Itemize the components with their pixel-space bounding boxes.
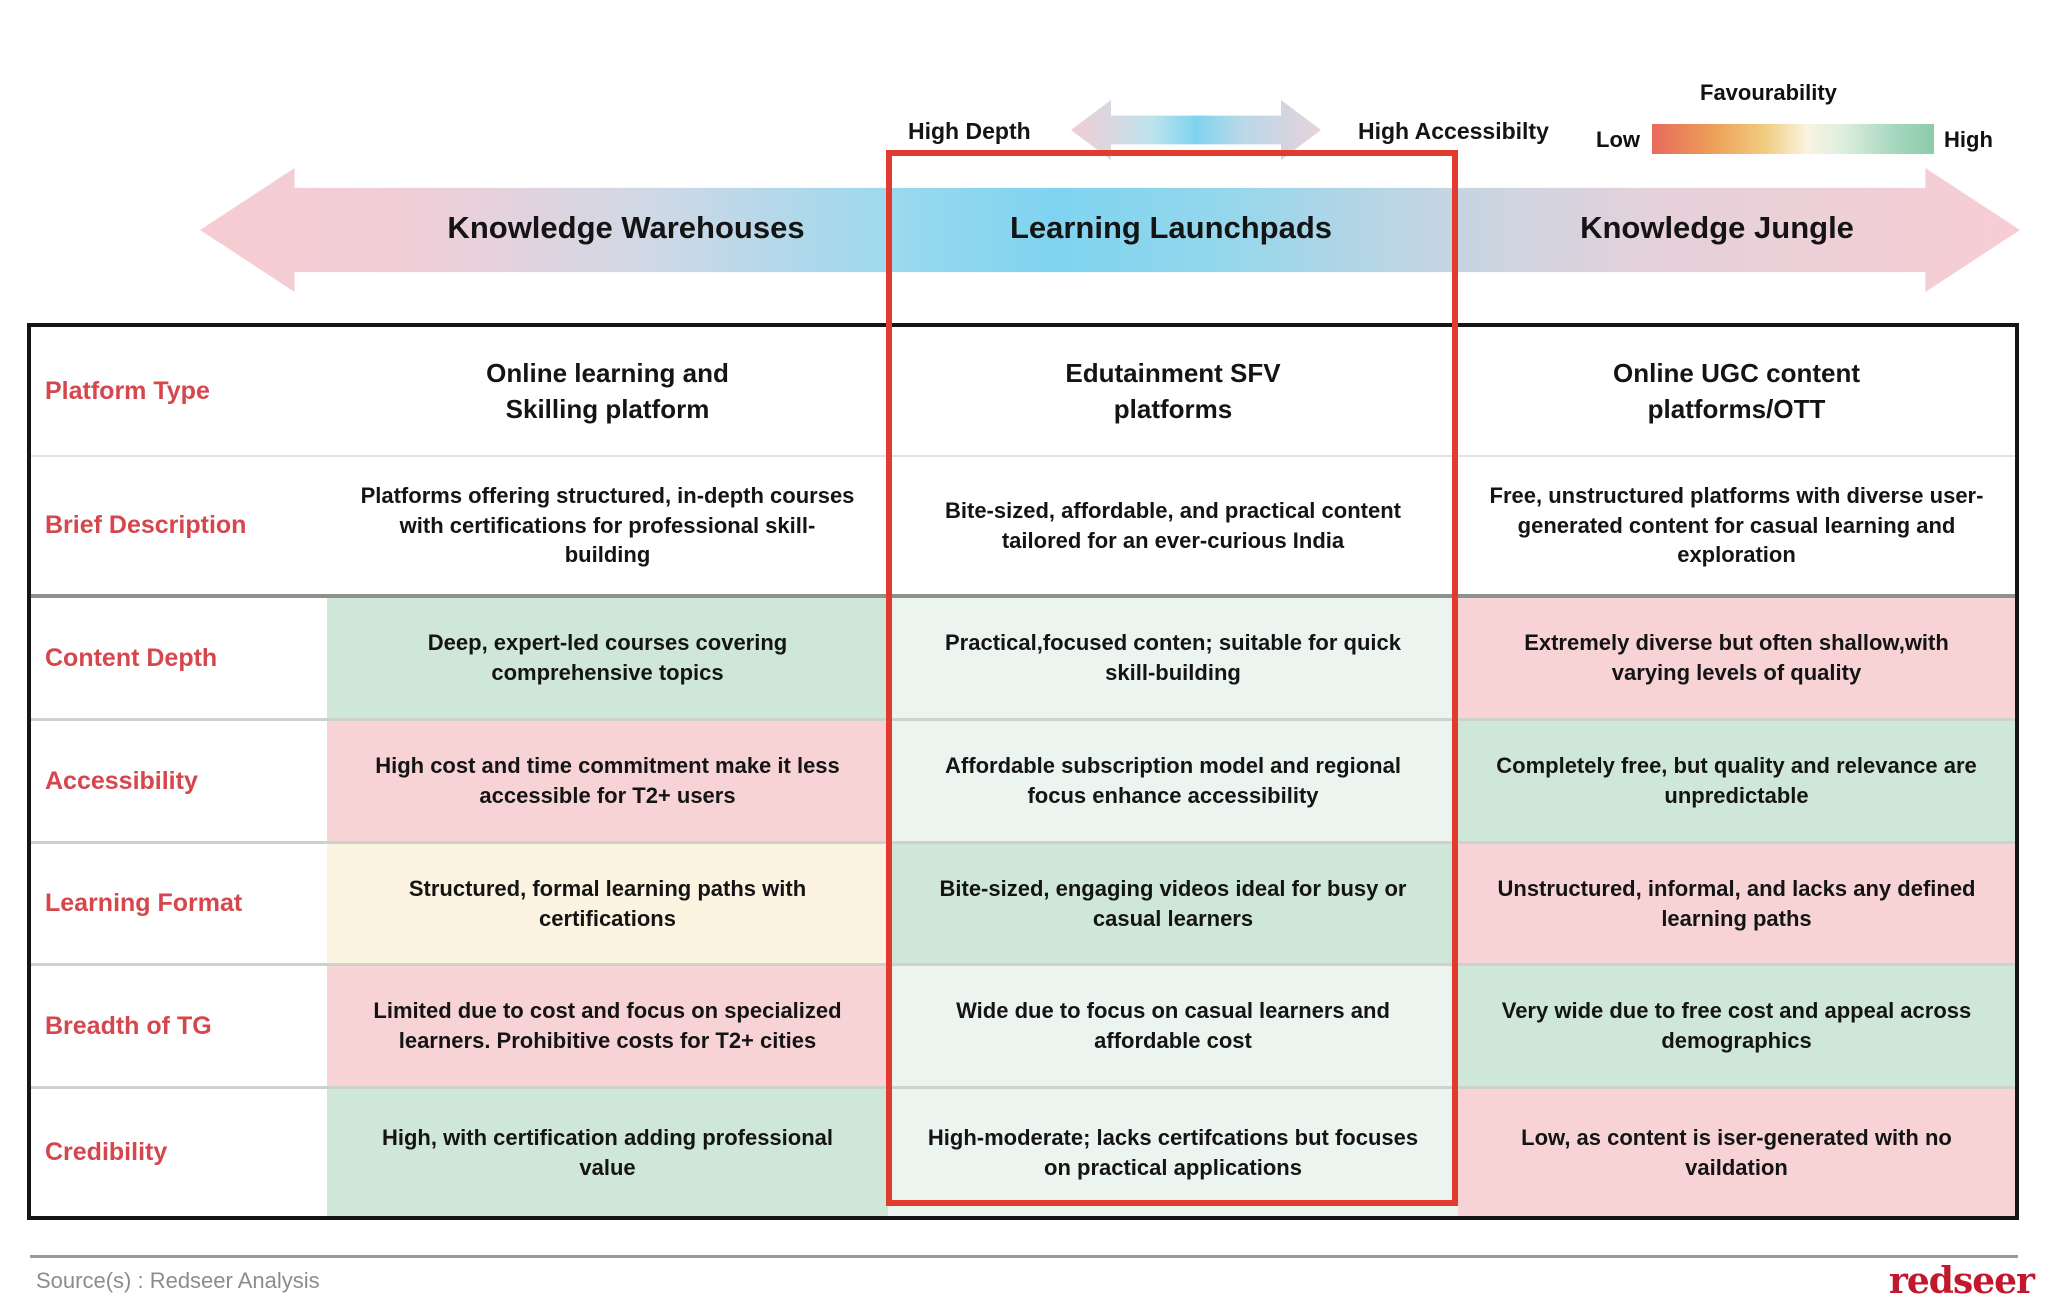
source-text: Source(s) : Redseer Analysis	[36, 1268, 320, 1293]
table-cell: Unstructured, informal, and lacks any de…	[1458, 844, 2015, 963]
row-label: Accessibility	[31, 721, 327, 841]
table-cell: Extremely diverse but often shallow,with…	[1458, 598, 2015, 718]
spectrum-double-arrow	[200, 168, 2020, 292]
favourability-title: Favourability	[1700, 80, 1837, 105]
table-row-platform-type: Platform Type Online learning and Skilli…	[31, 327, 2015, 457]
table-row-credibility: Credibility High, with certification add…	[31, 1089, 2015, 1216]
table-cell: Bite-sized, affordable, and practical co…	[888, 457, 1458, 594]
table-row-brief-description: Brief Description Platforms offering str…	[31, 457, 2015, 598]
table-cell: Affordable subscription model and region…	[888, 721, 1458, 841]
table-row-learning-format: Learning Format Structured, formal learn…	[31, 844, 2015, 966]
table-cell: Online UGC content platforms/OTT	[1458, 327, 2015, 455]
favourability-gradient-bar	[1652, 124, 1934, 154]
table-cell: Very wide due to free cost and appeal ac…	[1458, 966, 2015, 1086]
table-cell: Completely free, but quality and relevan…	[1458, 721, 2015, 841]
spectrum-header-learning-launchpads: Learning Launchpads	[1009, 210, 1333, 245]
table-row-breadth-of-tg: Breadth of TG Limited due to cost and fo…	[31, 966, 2015, 1089]
footer-divider	[30, 1255, 2018, 1258]
row-label: Credibility	[31, 1089, 327, 1216]
row-label: Content Depth	[31, 598, 327, 718]
row-label: Platform Type	[31, 327, 327, 455]
high-depth-label: High Depth	[908, 118, 1031, 144]
row-label: Breadth of TG	[31, 966, 327, 1086]
table-cell: Platforms offering structured, in-depth …	[327, 457, 888, 594]
comparison-table: Platform Type Online learning and Skilli…	[27, 323, 2019, 1220]
high-accessibility-label: High Accessibilty	[1358, 118, 1549, 144]
row-label: Learning Format	[31, 844, 327, 963]
depth-accessibility-double-arrow-icon	[1071, 100, 1321, 160]
table-cell: Structured, formal learning paths with c…	[327, 844, 888, 963]
table-cell: Wide due to focus on casual learners and…	[888, 966, 1458, 1086]
table-cell: Limited due to cost and focus on special…	[327, 966, 888, 1086]
table-cell: High, with certification adding professi…	[327, 1089, 888, 1216]
table-cell: Deep, expert-led courses covering compre…	[327, 598, 888, 718]
table-cell: Practical,focused conten; suitable for q…	[888, 598, 1458, 718]
spectrum-header-knowledge-jungle: Knowledge Jungle	[1580, 210, 1854, 245]
table-cell: Low, as content is iser-generated with n…	[1458, 1089, 2015, 1216]
table-cell: Free, unstructured platforms with divers…	[1458, 457, 2015, 594]
table-cell: Edutainment SFV platforms	[888, 327, 1458, 455]
table-cell: Online learning and Skilling platform	[327, 327, 888, 455]
table-row-content-depth: Content Depth Deep, expert-led courses c…	[31, 598, 2015, 721]
table-cell: High cost and time commitment make it le…	[327, 721, 888, 841]
spectrum-header-knowledge-warehouses: Knowledge Warehouses	[447, 210, 805, 245]
favourability-high-label: High	[1944, 127, 1993, 152]
row-label: Brief Description	[31, 457, 327, 594]
table-cell: High-moderate; lacks certifcations but f…	[888, 1089, 1458, 1216]
favourability-low-label: Low	[1596, 127, 1640, 152]
table-row-accessibility: Accessibility High cost and time commitm…	[31, 721, 2015, 844]
redseer-logo: redseer	[1888, 1260, 2035, 1302]
table-cell: Bite-sized, engaging videos ideal for bu…	[888, 844, 1458, 963]
